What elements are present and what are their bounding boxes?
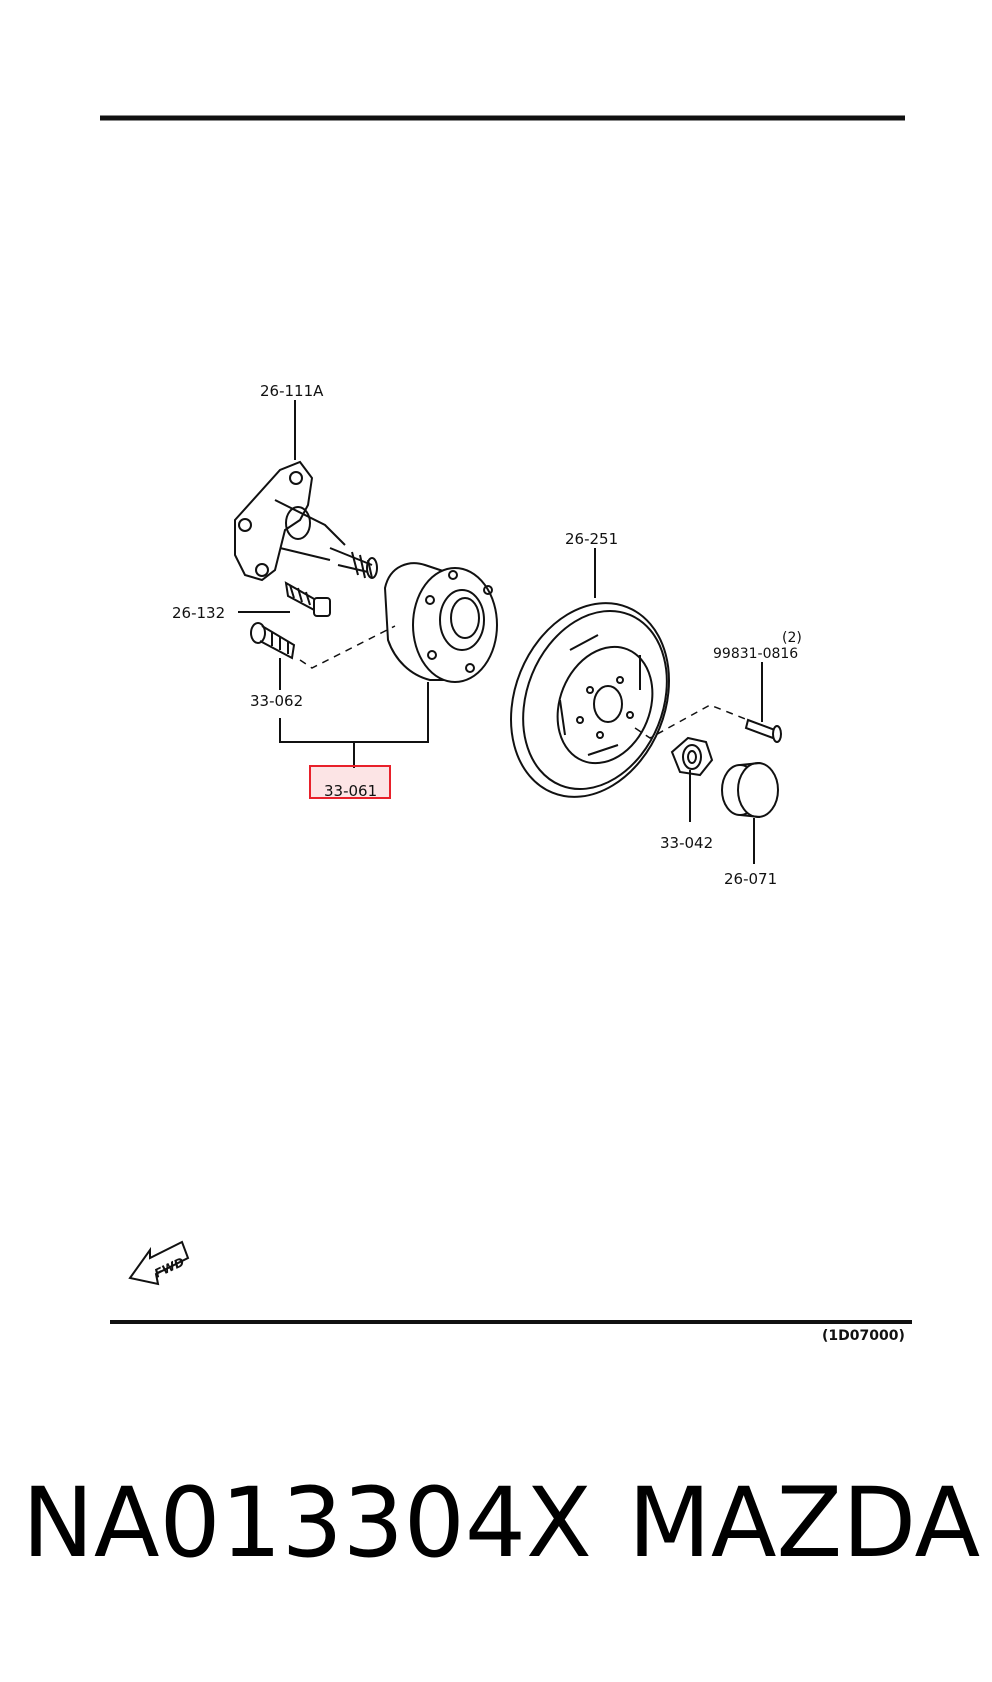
- knuckle-bolt-part: [284, 581, 331, 617]
- leader-lines: [238, 400, 763, 864]
- fwd-arrow-icon: FWD: [128, 1240, 190, 1286]
- label-knuckle-spindle: 26-111A: [260, 382, 324, 400]
- disc-screw-part: [744, 718, 782, 743]
- label-brake-disc: 26-251: [565, 530, 618, 548]
- brand-name: MAZDA: [628, 1467, 981, 1579]
- lock-nut-part: [670, 736, 714, 777]
- label-grease-cap: 26-071: [724, 870, 777, 888]
- label-disc-screw-qty: (2): [782, 630, 802, 646]
- hub-bolt-part: [250, 622, 296, 660]
- label-lock-nut: 33-042: [660, 834, 713, 852]
- highlight-box: [309, 765, 391, 799]
- reference-code: (1D07000): [822, 1328, 905, 1344]
- label-knuckle-bolt: 26-132: [172, 604, 225, 622]
- knuckle-spindle-part: [234, 460, 378, 582]
- hub-assembly-part: [383, 562, 498, 683]
- label-disc-screw: 99831-0816: [713, 646, 798, 662]
- label-hub-bolt: 33-062: [250, 692, 303, 710]
- part-number: NA013304X: [22, 1467, 592, 1579]
- grease-cap-part: [721, 762, 779, 818]
- brake-disc-part: [510, 602, 670, 798]
- label-hub-assembly: 33-061: [324, 782, 377, 800]
- assembly-dashed-lines: [299, 625, 749, 739]
